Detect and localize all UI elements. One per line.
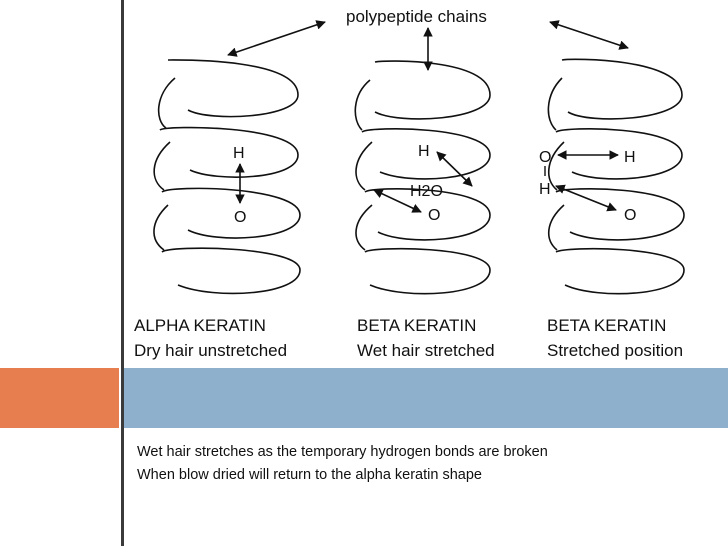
alpha-atom-h: H — [233, 145, 245, 162]
beta-wet-arrow-h — [436, 151, 473, 187]
beta-wet-atom-h: H — [418, 143, 430, 160]
beta-helix-coil-stretched — [547, 58, 685, 295]
bullet-line-2: When blow dried will return to the alpha… — [137, 467, 482, 483]
panel-subtitle-beta-wet: Wet hair stretched — [357, 341, 495, 360]
alpha-helix-coil — [153, 59, 301, 295]
beta-stretched-atom-h: H — [624, 149, 636, 166]
pointer-arrow-left — [227, 20, 326, 57]
beta-wet-arrow-o — [373, 189, 422, 213]
alpha-atom-o: O — [234, 209, 246, 226]
bullet-line-1: Wet hair stretches as the temporary hydr… — [137, 444, 548, 460]
panel-title-alpha: ALPHA KERATIN — [134, 316, 266, 335]
panel-subtitle-beta-stretched: Stretched position — [547, 341, 683, 360]
beta-stretched-atom-o: O — [624, 207, 636, 224]
beta-wet-water: H2O — [410, 183, 443, 200]
beta-wet-atom-o: O — [428, 207, 440, 224]
panel-subtitle-alpha: Dry hair unstretched — [134, 341, 287, 360]
beta-stretched-atom-o-top: O — [539, 149, 551, 166]
panel-title-beta-wet: BETA KERATIN — [357, 316, 476, 335]
left-margin — [0, 0, 100, 546]
beta-helix-coil-wet — [354, 60, 491, 295]
keratin-diagram: polypeptide chains H O H H2O O — [134, 7, 685, 360]
vertical-rule — [121, 0, 124, 546]
beta-stretched-atom-h-bottom: H — [539, 181, 551, 198]
pointer-arrow-right — [549, 20, 629, 50]
beta-stretched-arrow-bottom — [555, 184, 617, 212]
polypeptide-label: polypeptide chains — [346, 7, 487, 26]
panel-title-beta-stretched: BETA KERATIN — [547, 316, 666, 335]
accent-block — [0, 368, 119, 428]
caption-band — [124, 368, 728, 428]
